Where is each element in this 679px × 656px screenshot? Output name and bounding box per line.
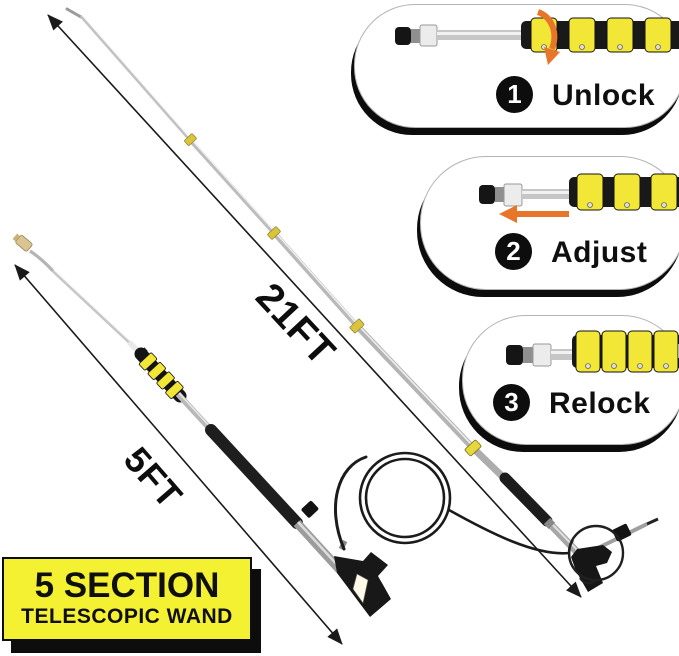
small-spray-gun — [571, 545, 612, 592]
step-panel-relock: 3 Relock — [462, 315, 679, 445]
pole-21ft — [65, 7, 659, 592]
pole-joint-icon — [267, 226, 281, 240]
slide-left-arrow-icon — [499, 205, 569, 223]
step-panel-unlock: 1 Unlock — [354, 4, 679, 128]
product-badge: 5 SECTION TELESCOPIC WAND — [2, 557, 252, 641]
clamp-set — [575, 330, 679, 373]
clamp-set — [576, 173, 678, 211]
step-3-badge: 3 — [493, 384, 530, 421]
wand-5ft — [12, 233, 391, 617]
foam-grip — [205, 424, 303, 529]
step-1-label: Unlock — [552, 79, 656, 112]
step-2-badge: 2 — [495, 233, 532, 270]
step-2-label: Adjust — [551, 236, 648, 269]
gun-trigger — [352, 573, 369, 604]
step-panel-adjust: 2 Adjust — [420, 156, 679, 290]
measure-arrow-5ft-icon — [14, 264, 343, 645]
step-1-badge: 1 — [496, 76, 533, 113]
pressure-hose — [334, 451, 570, 555]
pole-joint-icon — [349, 318, 365, 334]
pole-joint-icon — [464, 439, 482, 457]
pole-joint-icon — [184, 133, 197, 146]
badge-line2: TELESCOPIC WAND — [21, 605, 233, 629]
gun-clamp-icon — [301, 500, 319, 518]
step-3-label: Relock — [549, 387, 651, 420]
brass-nozzle-icon — [12, 233, 33, 252]
clamp-cluster — [138, 352, 184, 399]
inset-pole-relock — [506, 330, 679, 373]
pole-grip — [499, 472, 553, 527]
badge-line1: 5 SECTION — [34, 565, 220, 605]
